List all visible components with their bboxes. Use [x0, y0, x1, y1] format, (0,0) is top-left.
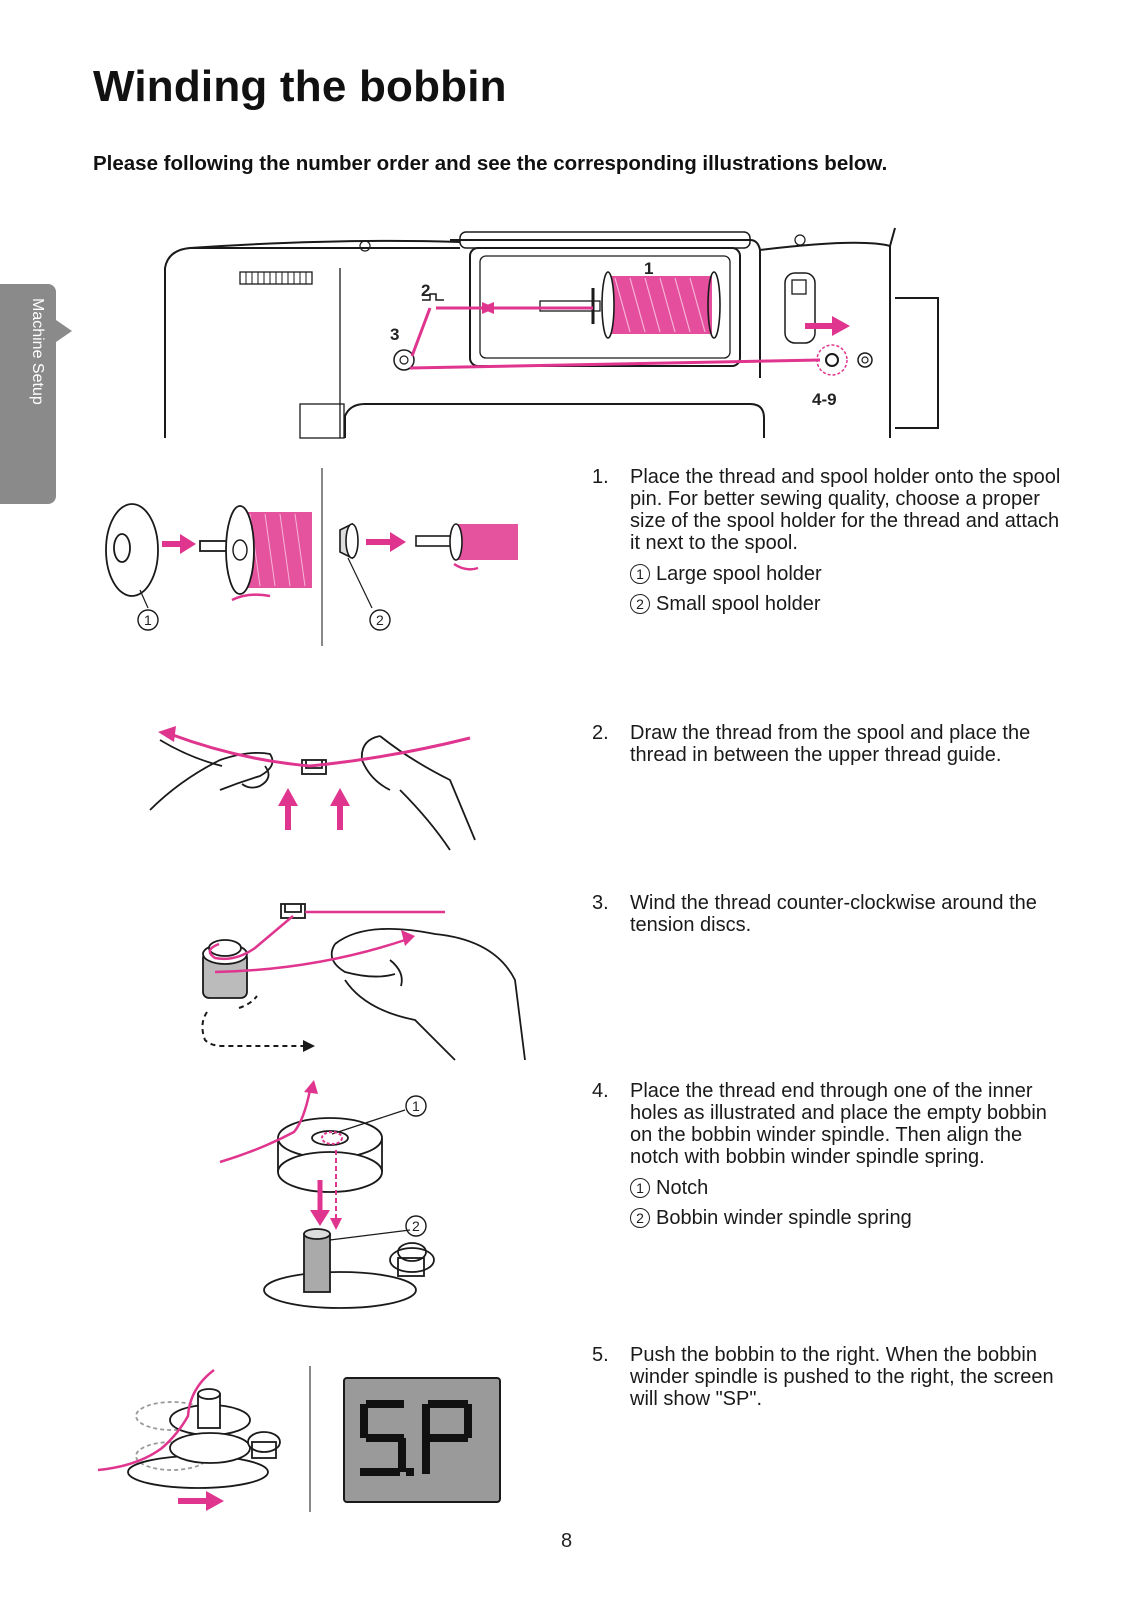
step-3-number: 3. — [592, 892, 609, 914]
step-5-text: Push the bobbin to the right. When the b… — [630, 1344, 1054, 1410]
part-label: Notch — [656, 1177, 709, 1199]
list-item: 1 Large spool holder — [630, 562, 1062, 586]
step5-illustration: SP — [97, 1366, 501, 1512]
step-4-number: 4. — [592, 1080, 609, 1102]
step-5-number: 5. — [592, 1344, 609, 1366]
step-2: 2. Draw the thread from the spool and pl… — [592, 722, 1062, 766]
step1-illustration: 1 2 — [105, 468, 518, 646]
step-4: 4. Place the thread end through one of t… — [592, 1080, 1062, 1236]
step3-illustration — [201, 903, 526, 1061]
step-1-number: 1. — [592, 466, 609, 488]
list-item: 2 Bobbin winder spindle spring — [630, 1206, 1062, 1230]
part-label: Small spool holder — [656, 593, 821, 615]
step-2-number: 2. — [592, 722, 609, 744]
overview-label-3: 3 — [390, 325, 399, 344]
step-1-text: Place the thread and spool holder onto t… — [630, 466, 1061, 554]
list-item: 1 Notch — [630, 1176, 1062, 1200]
side-tab-label: Machine Setup — [29, 298, 46, 405]
page-title: Winding the bobbin — [93, 62, 507, 111]
side-tab: Machine Setup — [0, 284, 72, 504]
overview-label-1: 1 — [644, 259, 653, 278]
circled-number: 2 — [630, 1208, 650, 1228]
machine-overview-illustration: 1 2 3 4-9 — [164, 227, 939, 439]
part-label: Bobbin winder spindle spring — [656, 1207, 912, 1229]
part-label: Large spool holder — [656, 563, 822, 585]
step4-illustration: 1 2 — [219, 1080, 435, 1309]
step1-mark-2: 2 — [376, 612, 384, 628]
step-1-parts: 1 Large spool holder 2 Small spool holder — [630, 562, 1062, 616]
step-2-text: Draw the thread from the spool and place… — [630, 722, 1031, 766]
page-subtitle: Please following the number order and se… — [93, 152, 888, 175]
step-4-text: Place the thread end through one of the … — [630, 1080, 1047, 1168]
step-4-parts: 1 Notch 2 Bobbin winder spindle spring — [630, 1176, 1062, 1230]
overview-label-2: 2 — [421, 281, 430, 300]
overview-label-4-9: 4-9 — [812, 390, 837, 409]
step4-mark-2: 2 — [412, 1218, 420, 1234]
step-3: 3. Wind the thread counter-clockwise aro… — [592, 892, 1062, 936]
circled-number: 1 — [630, 1178, 650, 1198]
circled-number: 2 — [630, 594, 650, 614]
list-item: 2 Small spool holder — [630, 592, 1062, 616]
step2-illustration — [149, 726, 476, 851]
step-5: 5. Push the bobbin to the right. When th… — [592, 1344, 1062, 1410]
circled-number: 1 — [630, 564, 650, 584]
step4-mark-1: 1 — [412, 1098, 420, 1114]
page-number: 8 — [560, 1530, 573, 1552]
step-3-text: Wind the thread counter-clockwise around… — [630, 892, 1037, 936]
step-1: 1. Place the thread and spool holder ont… — [592, 466, 1062, 622]
display-readout: SP — [416, 1485, 428, 1496]
step1-mark-1: 1 — [144, 612, 152, 628]
